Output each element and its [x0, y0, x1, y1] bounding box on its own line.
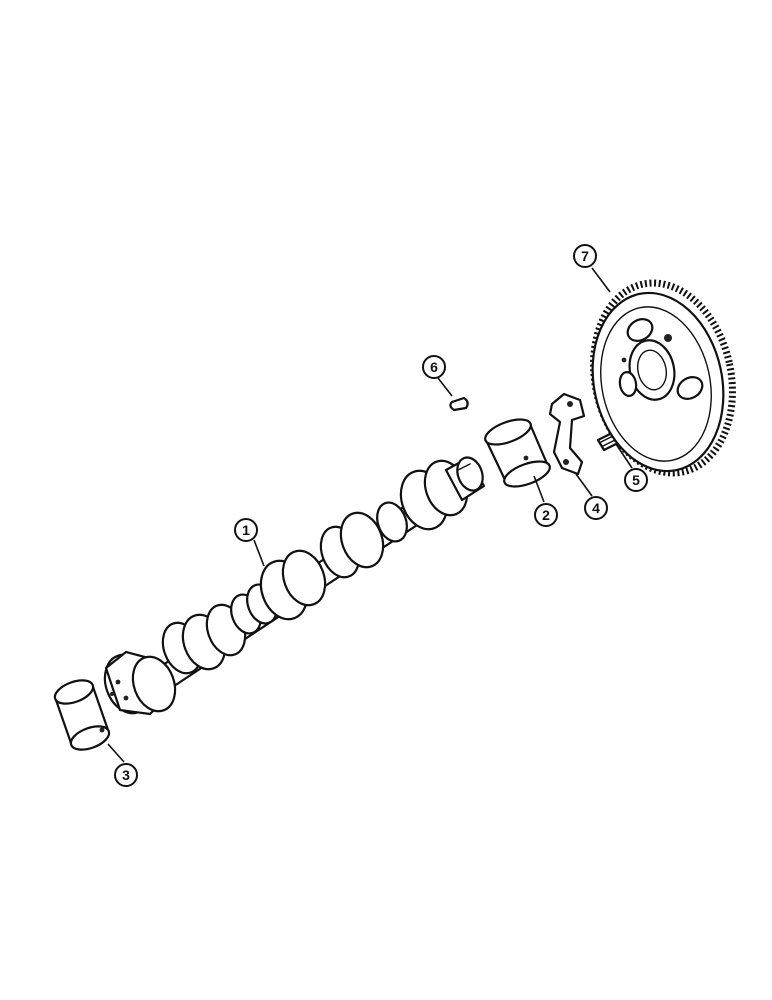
callout-1: 1	[234, 518, 258, 542]
callout-3: 3	[114, 763, 138, 787]
callout-2: 2	[534, 503, 558, 527]
camshaft-gear	[590, 279, 736, 477]
leader-lines	[107, 267, 633, 763]
callout-label-5: 5	[632, 472, 640, 488]
callout-label-6: 6	[430, 359, 438, 375]
callout-label-2: 2	[542, 507, 550, 523]
callout-5: 5	[624, 468, 648, 492]
camshaft-lobes	[161, 459, 469, 675]
rear-bushing	[53, 679, 111, 751]
callout-7: 7	[573, 244, 597, 268]
thrust-plate	[548, 392, 586, 476]
camshaft	[103, 456, 486, 716]
callout-label-3: 3	[122, 767, 130, 783]
callout-label-7: 7	[581, 248, 589, 264]
key	[449, 396, 469, 412]
callout-label-1: 1	[242, 522, 250, 538]
callout-4: 4	[584, 496, 608, 520]
camshaft-rear-journal	[103, 650, 177, 716]
front-bushing	[484, 418, 551, 488]
callout-6: 6	[422, 355, 446, 379]
camshaft-nose	[444, 456, 486, 502]
callout-label-4: 4	[592, 500, 600, 516]
